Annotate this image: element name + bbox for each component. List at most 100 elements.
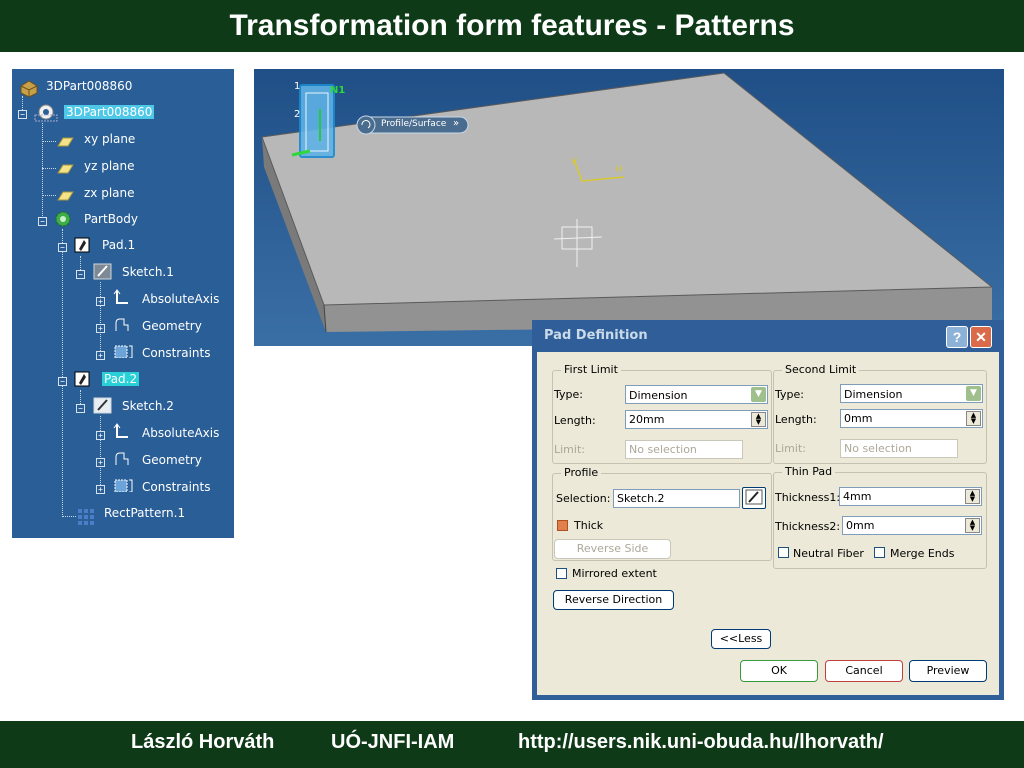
second-length-field[interactable]: 0mm ▲▼ — [840, 409, 983, 428]
tree-item-part[interactable]: 3DPart008860 — [64, 105, 155, 119]
group-title: Thin Pad — [782, 465, 836, 478]
tree-item-constraints-2[interactable]: Constraints — [142, 480, 211, 494]
axis-v-label: V — [571, 157, 578, 167]
tree-item-constraints-1[interactable]: Constraints — [142, 346, 211, 360]
first-type-combo[interactable]: Dimension ▼ — [625, 385, 768, 404]
group-title: Profile — [561, 466, 602, 479]
chevron-down-icon[interactable]: ▼ — [751, 387, 766, 402]
second-type-combo[interactable]: Dimension ▼ — [840, 384, 983, 403]
3d-viewport[interactable]: 1 2 N1 Profile/Surface » V H — [254, 69, 1004, 346]
axis-icon — [113, 289, 128, 304]
footer-bar: László Horváth UÓ-JNFI-IAM http://users.… — [0, 721, 1024, 768]
expand-icon[interactable]: + — [96, 431, 105, 440]
first-limit-label: Limit: — [554, 443, 585, 456]
geometry-icon — [115, 318, 129, 331]
part-gear-icon — [34, 104, 58, 122]
second-limit-group: Second Limit — [773, 363, 987, 464]
collapse-icon[interactable]: − — [38, 217, 47, 226]
expand-icon[interactable]: + — [96, 351, 105, 360]
part-document-icon — [20, 80, 38, 98]
tree-line — [62, 229, 63, 517]
geometry-icon — [115, 452, 129, 465]
footer-url[interactable]: http://users.nik.uni-obuda.hu/lhorvath/ — [518, 731, 884, 753]
tree-item-geometry-2[interactable]: Geometry — [142, 453, 202, 467]
second-limit-label: Limit: — [775, 442, 806, 455]
second-type-label: Type: — [775, 388, 804, 401]
plane-icon — [57, 137, 74, 147]
pad-icon — [74, 237, 90, 253]
tree-item-root[interactable]: 3DPart008860 — [46, 79, 133, 93]
thickness2-field[interactable]: 0mm ▲▼ — [842, 516, 982, 535]
tree-item-sketch2[interactable]: Sketch.2 — [122, 399, 174, 413]
combo-value: Dimension — [629, 389, 688, 402]
sketch-icon — [93, 397, 112, 414]
tree-item-sketch1[interactable]: Sketch.1 — [122, 265, 174, 279]
tree-line — [42, 123, 43, 220]
axis-icon — [113, 423, 128, 438]
expand-icon[interactable]: + — [96, 485, 105, 494]
tree-item-pad1[interactable]: Pad.1 — [102, 238, 136, 252]
pad-icon — [74, 371, 90, 387]
rect-pattern-icon — [78, 509, 94, 525]
sketcher-icon — [745, 489, 763, 505]
tree-item-absoluteaxis-1[interactable]: AbsoluteAxis — [142, 292, 220, 306]
dimension-label-2: 2 — [294, 109, 301, 120]
thick-checkbox[interactable] — [557, 520, 568, 531]
selection-label: Selection: — [556, 492, 611, 505]
mirrored-extent-checkbox[interactable] — [556, 568, 567, 579]
first-limit-group: First Limit — [552, 363, 772, 464]
spin-icon[interactable]: ▲▼ — [965, 518, 980, 533]
plane-icon — [57, 164, 74, 174]
merge-ends-label: Merge Ends — [890, 547, 955, 560]
thickness1-field[interactable]: 4mm ▲▼ — [839, 487, 982, 506]
tree-item-pad2[interactable]: Pad.2 — [102, 372, 140, 386]
selection-field[interactable]: Sketch.2 — [613, 489, 740, 508]
tree-line — [42, 195, 56, 196]
tree-line — [42, 168, 56, 169]
tree-item-yz-plane[interactable]: yz plane — [84, 159, 135, 173]
thick-label: Thick — [574, 519, 604, 532]
tree-item-absoluteaxis-2[interactable]: AbsoluteAxis — [142, 426, 220, 440]
spin-icon[interactable]: ▲▼ — [751, 412, 766, 427]
expand-icon[interactable]: + — [96, 297, 105, 306]
ok-button[interactable]: OK — [740, 660, 818, 682]
footer-org: UÓ-JNFI-IAM — [331, 731, 455, 753]
tree-item-rectpattern[interactable]: RectPattern.1 — [104, 506, 186, 520]
sketch-button[interactable] — [742, 487, 766, 509]
spin-icon[interactable]: ▲▼ — [965, 489, 980, 504]
expand-icon[interactable]: + — [96, 324, 105, 333]
second-length-label: Length: — [775, 413, 817, 426]
collapse-icon[interactable]: − — [58, 243, 67, 252]
preview-button[interactable]: Preview — [909, 660, 987, 682]
collapse-icon[interactable]: − — [76, 404, 85, 413]
slide-title: Transformation form features - Patterns — [229, 9, 795, 42]
field-value: 0mm — [844, 412, 873, 425]
less-button[interactable]: <<Less — [711, 629, 771, 649]
neutral-fiber-label: Neutral Fiber — [793, 547, 864, 560]
field-value: 20mm — [629, 413, 665, 426]
profile-surface-tag[interactable]: Profile/Surface — [381, 119, 447, 129]
collapse-icon[interactable]: − — [18, 110, 27, 119]
cancel-button[interactable]: Cancel — [825, 660, 903, 682]
tree-item-xy-plane[interactable]: xy plane — [84, 132, 136, 146]
neutral-fiber-checkbox[interactable] — [778, 547, 789, 558]
spin-icon[interactable]: ▲▼ — [966, 411, 981, 426]
collapse-icon[interactable]: − — [76, 270, 85, 279]
merge-ends-checkbox[interactable] — [874, 547, 885, 558]
field-value: 0mm — [846, 519, 875, 532]
footer-author: László Horváth — [131, 731, 275, 753]
reverse-side-button[interactable]: Reverse Side — [554, 539, 671, 559]
collapse-icon[interactable]: − — [58, 377, 67, 386]
tree-line — [42, 141, 56, 142]
chevron-down-icon[interactable]: ▼ — [966, 386, 981, 401]
group-title: Second Limit — [782, 363, 860, 376]
help-button[interactable]: ? — [946, 326, 968, 348]
tree-item-zx-plane[interactable]: zx plane — [84, 186, 135, 200]
tree-item-geometry-1[interactable]: Geometry — [142, 319, 202, 333]
first-length-field[interactable]: 20mm ▲▼ — [625, 410, 768, 429]
expand-icon[interactable]: + — [96, 458, 105, 467]
tree-item-partbody[interactable]: PartBody — [84, 212, 138, 226]
close-button[interactable]: ✕ — [970, 326, 992, 348]
dialog-body: First Limit Type: Dimension ▼ Length: 20… — [537, 352, 999, 695]
reverse-direction-button[interactable]: Reverse Direction — [553, 590, 674, 610]
